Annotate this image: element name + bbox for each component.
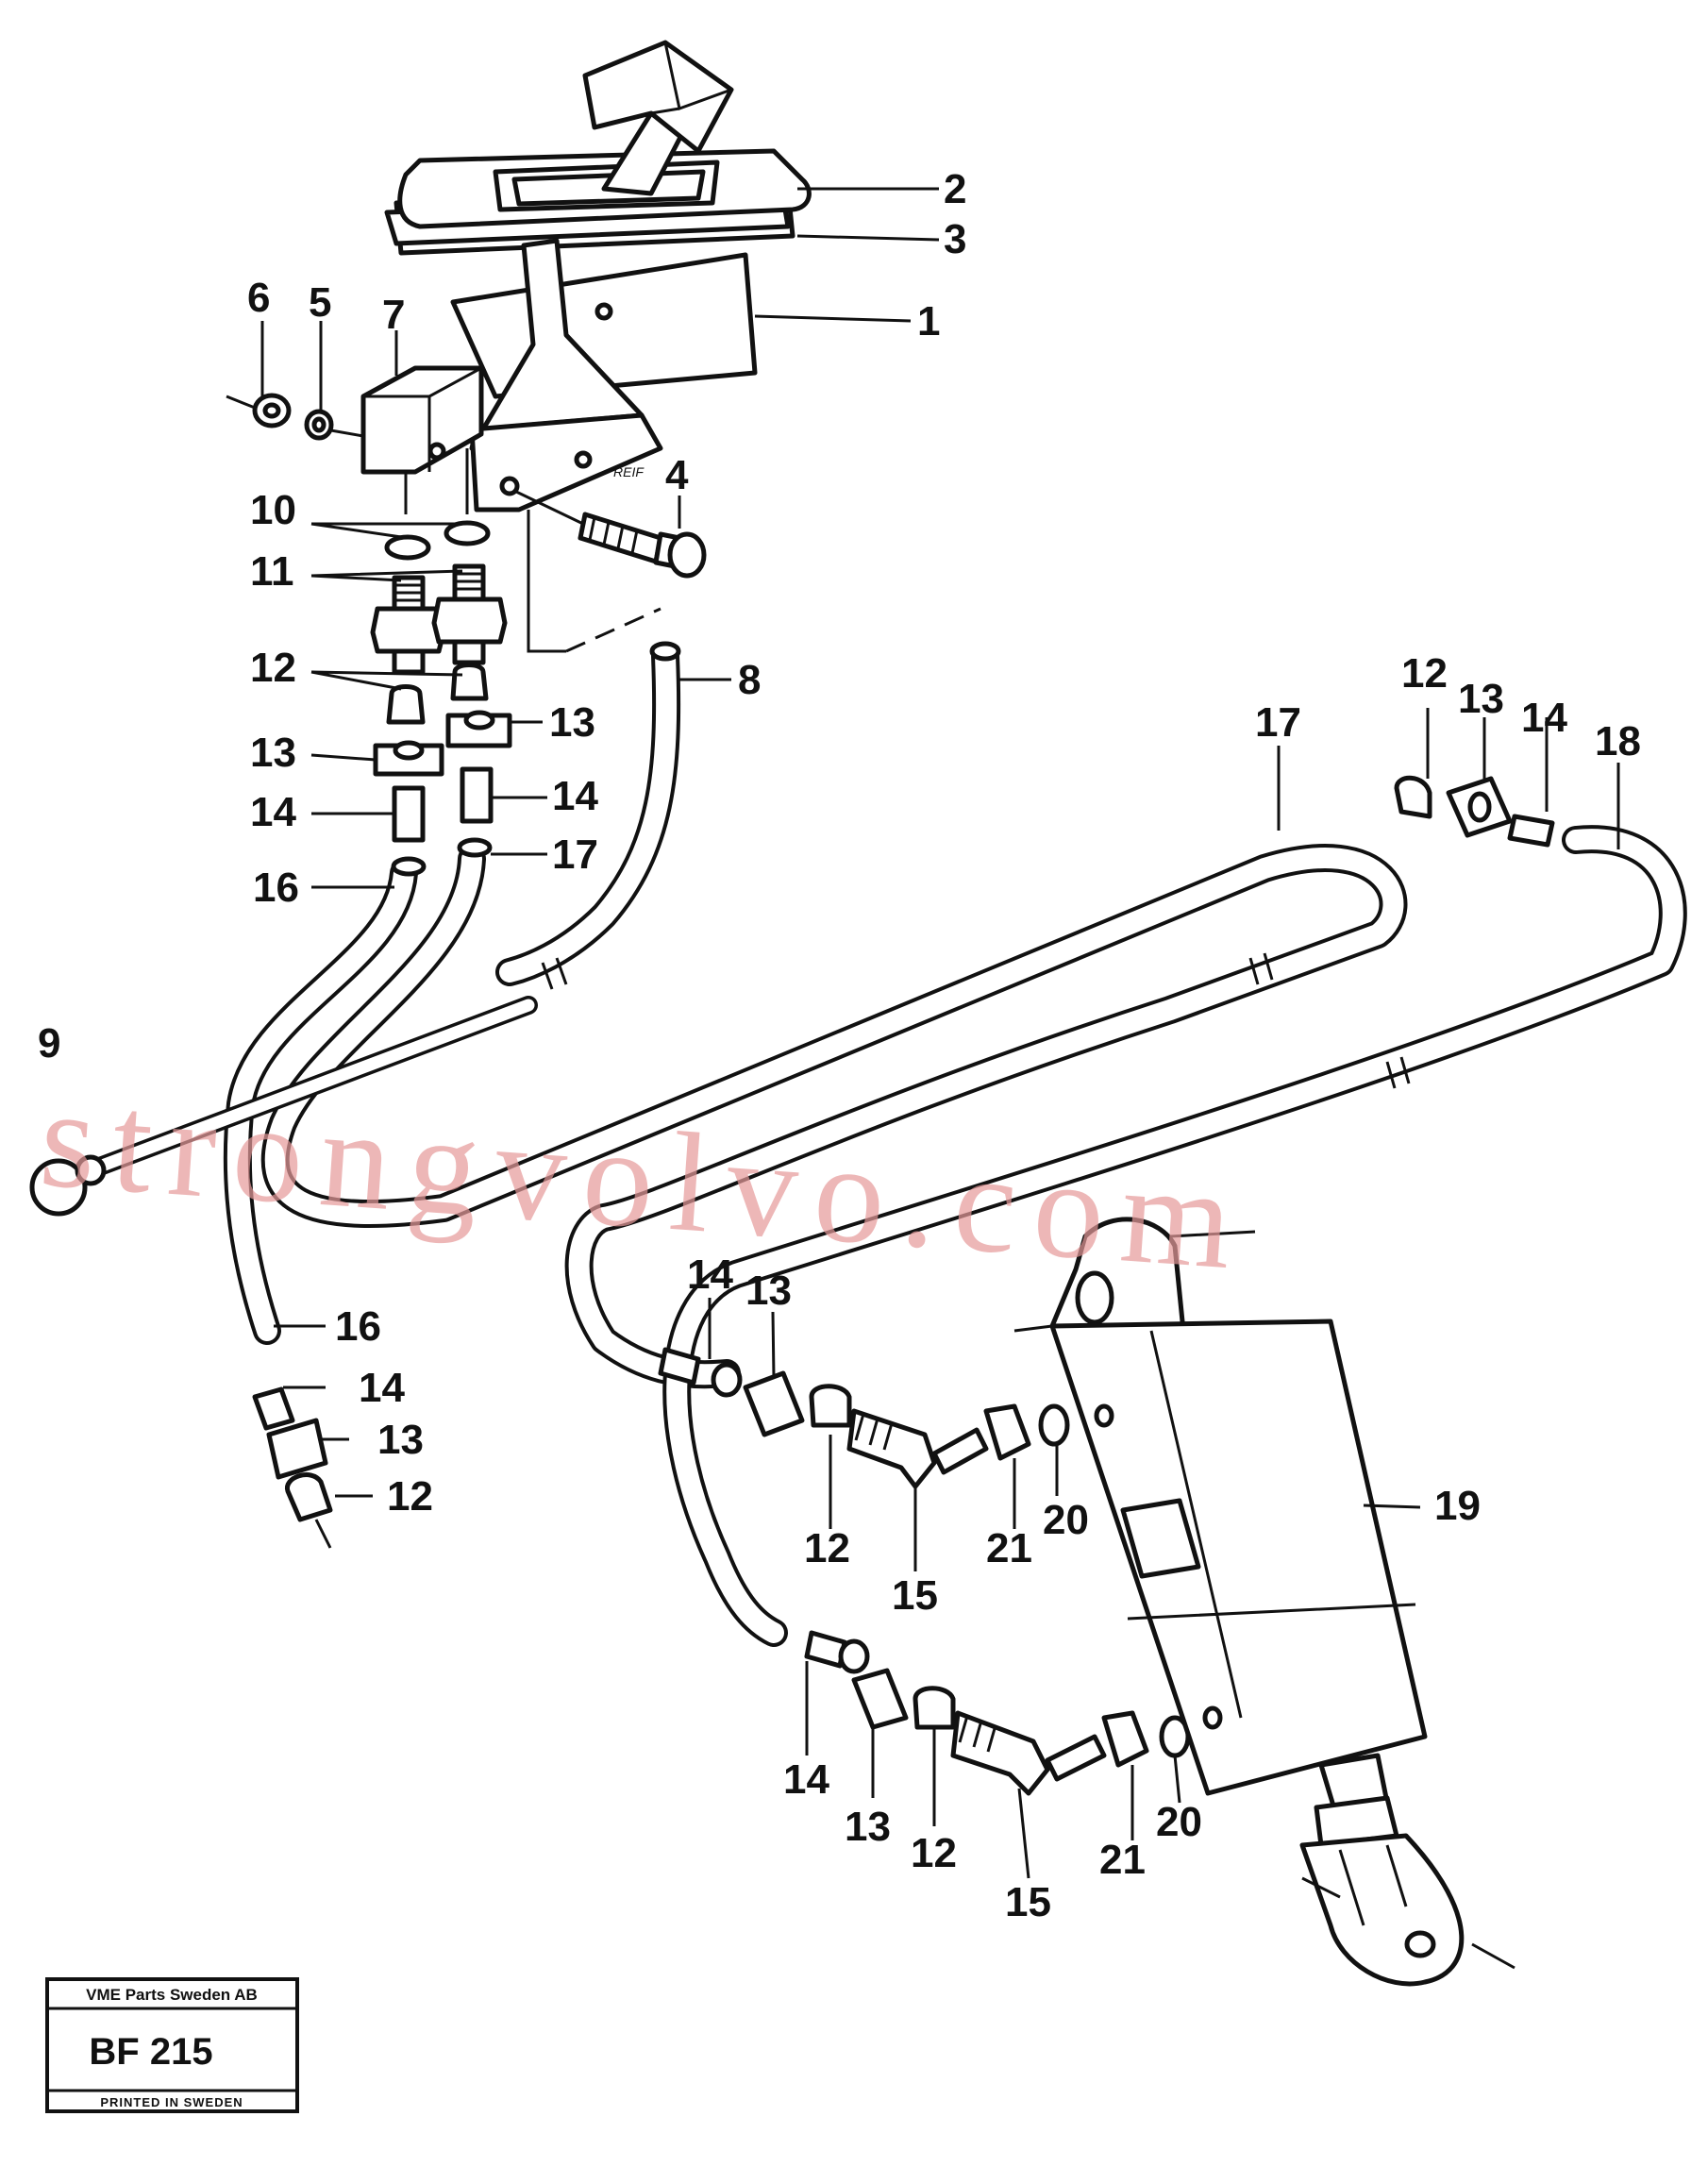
sleeve-14-left bbox=[392, 785, 426, 843]
hose-16-left bbox=[223, 859, 418, 1345]
callout-12-b: 12 bbox=[1401, 650, 1448, 697]
callout-10: 10 bbox=[250, 487, 296, 533]
callout-12-d: 12 bbox=[804, 1525, 850, 1571]
callout-13-d: 13 bbox=[377, 1417, 424, 1463]
gear-lever-assembly: REIF bbox=[384, 40, 812, 653]
adapter-11-right bbox=[431, 596, 508, 645]
callout-13-a: 13 bbox=[250, 730, 296, 776]
callout-14-f: 14 bbox=[783, 1756, 829, 1803]
callout-13-c: 13 bbox=[1458, 676, 1504, 722]
callout-2: 2 bbox=[944, 166, 966, 212]
hose-8 bbox=[495, 641, 681, 986]
stamp-company: VME Parts Sweden AB bbox=[86, 1986, 258, 2004]
sleeve-14-upper bbox=[1507, 814, 1555, 848]
fitting-stack-right bbox=[431, 520, 512, 858]
leader-lines bbox=[260, 187, 1620, 1879]
callout-12-c: 12 bbox=[387, 1473, 433, 1520]
catalog-stamp: VME Parts Sweden AB BF 215 PRINTED IN SW… bbox=[45, 1977, 299, 2113]
callout-18: 18 bbox=[1595, 718, 1641, 764]
hose-17-loop bbox=[260, 844, 1408, 1389]
fitting-stack-left bbox=[370, 534, 446, 877]
hose-break-marks bbox=[541, 952, 1411, 1089]
lever-marking: REIF bbox=[613, 464, 645, 479]
watermark: strongvolvo.com bbox=[36, 1059, 1254, 1300]
callout-8: 8 bbox=[738, 657, 761, 703]
bolt-4 bbox=[513, 489, 707, 579]
nipple-12-right bbox=[450, 663, 489, 701]
callout-3: 3 bbox=[944, 216, 966, 262]
callout-16-b: 16 bbox=[335, 1303, 381, 1350]
sleeve-14-right bbox=[460, 766, 494, 824]
callout-13-b: 13 bbox=[549, 699, 595, 746]
sleeve-14-lower bbox=[252, 1386, 295, 1431]
callout-20-a: 20 bbox=[1043, 1497, 1089, 1543]
callout-21-a: 21 bbox=[986, 1525, 1032, 1571]
stamp-code: BF 215 bbox=[89, 2031, 212, 2073]
callout-12-a: 12 bbox=[250, 645, 296, 691]
elbow-15-lower bbox=[950, 1710, 1050, 1796]
hose-8-end bbox=[649, 641, 681, 662]
callout-14-a: 14 bbox=[250, 789, 296, 835]
cable-knob bbox=[29, 1158, 88, 1217]
fitting-stack-upper-right bbox=[1394, 775, 1555, 848]
nipple-12-lower bbox=[285, 1472, 333, 1522]
washer-10-right bbox=[444, 520, 491, 546]
callout-16-a: 16 bbox=[253, 865, 299, 911]
callout-7: 7 bbox=[382, 292, 405, 338]
port-fittings-lower bbox=[804, 1630, 1233, 1796]
callout-15-b: 15 bbox=[1005, 1879, 1051, 1925]
callout-14-d: 14 bbox=[359, 1365, 405, 1411]
nipple-12-left bbox=[386, 684, 426, 725]
callout-17-a: 17 bbox=[552, 832, 598, 878]
callout-14-c: 14 bbox=[1521, 695, 1567, 741]
nut-13-lower bbox=[266, 1418, 328, 1480]
cylinder-body bbox=[1049, 1319, 1428, 1796]
callout-13-e: 13 bbox=[745, 1268, 792, 1314]
callout-12-e: 12 bbox=[911, 1830, 957, 1876]
hose-18-long bbox=[662, 825, 1687, 1647]
callout-21-b: 21 bbox=[1099, 1837, 1146, 1883]
callout-20-b: 20 bbox=[1156, 1799, 1202, 1845]
callout-11: 11 bbox=[250, 548, 294, 595]
switch-7 bbox=[360, 365, 484, 514]
fitting-stack-bottom-left bbox=[252, 1386, 333, 1549]
nut-6-washer-5 bbox=[226, 393, 364, 441]
washer-10-left bbox=[384, 534, 431, 561]
nipple-12-upper bbox=[1394, 775, 1432, 819]
shift-cylinder-19 bbox=[1013, 1217, 1515, 1987]
adapter-11-left bbox=[370, 606, 446, 654]
cylinder-label-plate bbox=[1120, 1498, 1201, 1579]
callout-1: 1 bbox=[917, 298, 940, 344]
port-fittings-upper bbox=[658, 1347, 1115, 1489]
callout-17-b: 17 bbox=[1255, 699, 1301, 746]
callout-19: 19 bbox=[1434, 1483, 1481, 1529]
callout-14-e: 14 bbox=[687, 1251, 733, 1298]
callout-15-a: 15 bbox=[892, 1572, 938, 1619]
callout-4: 4 bbox=[665, 452, 689, 498]
clevis bbox=[1299, 1833, 1465, 1987]
callout-14-b: 14 bbox=[552, 773, 598, 819]
stamp-printed: PRINTED IN SWEDEN bbox=[100, 2095, 243, 2109]
callout-numbers: 2 3 1 4 6 5 7 10 11 12 13 14 16 13 14 17… bbox=[38, 166, 1641, 1925]
callout-9: 9 bbox=[38, 1020, 60, 1067]
callout-13-f: 13 bbox=[845, 1804, 891, 1850]
callout-5: 5 bbox=[309, 279, 331, 326]
control-cable-9 bbox=[29, 996, 538, 1217]
callout-6: 6 bbox=[247, 275, 270, 321]
